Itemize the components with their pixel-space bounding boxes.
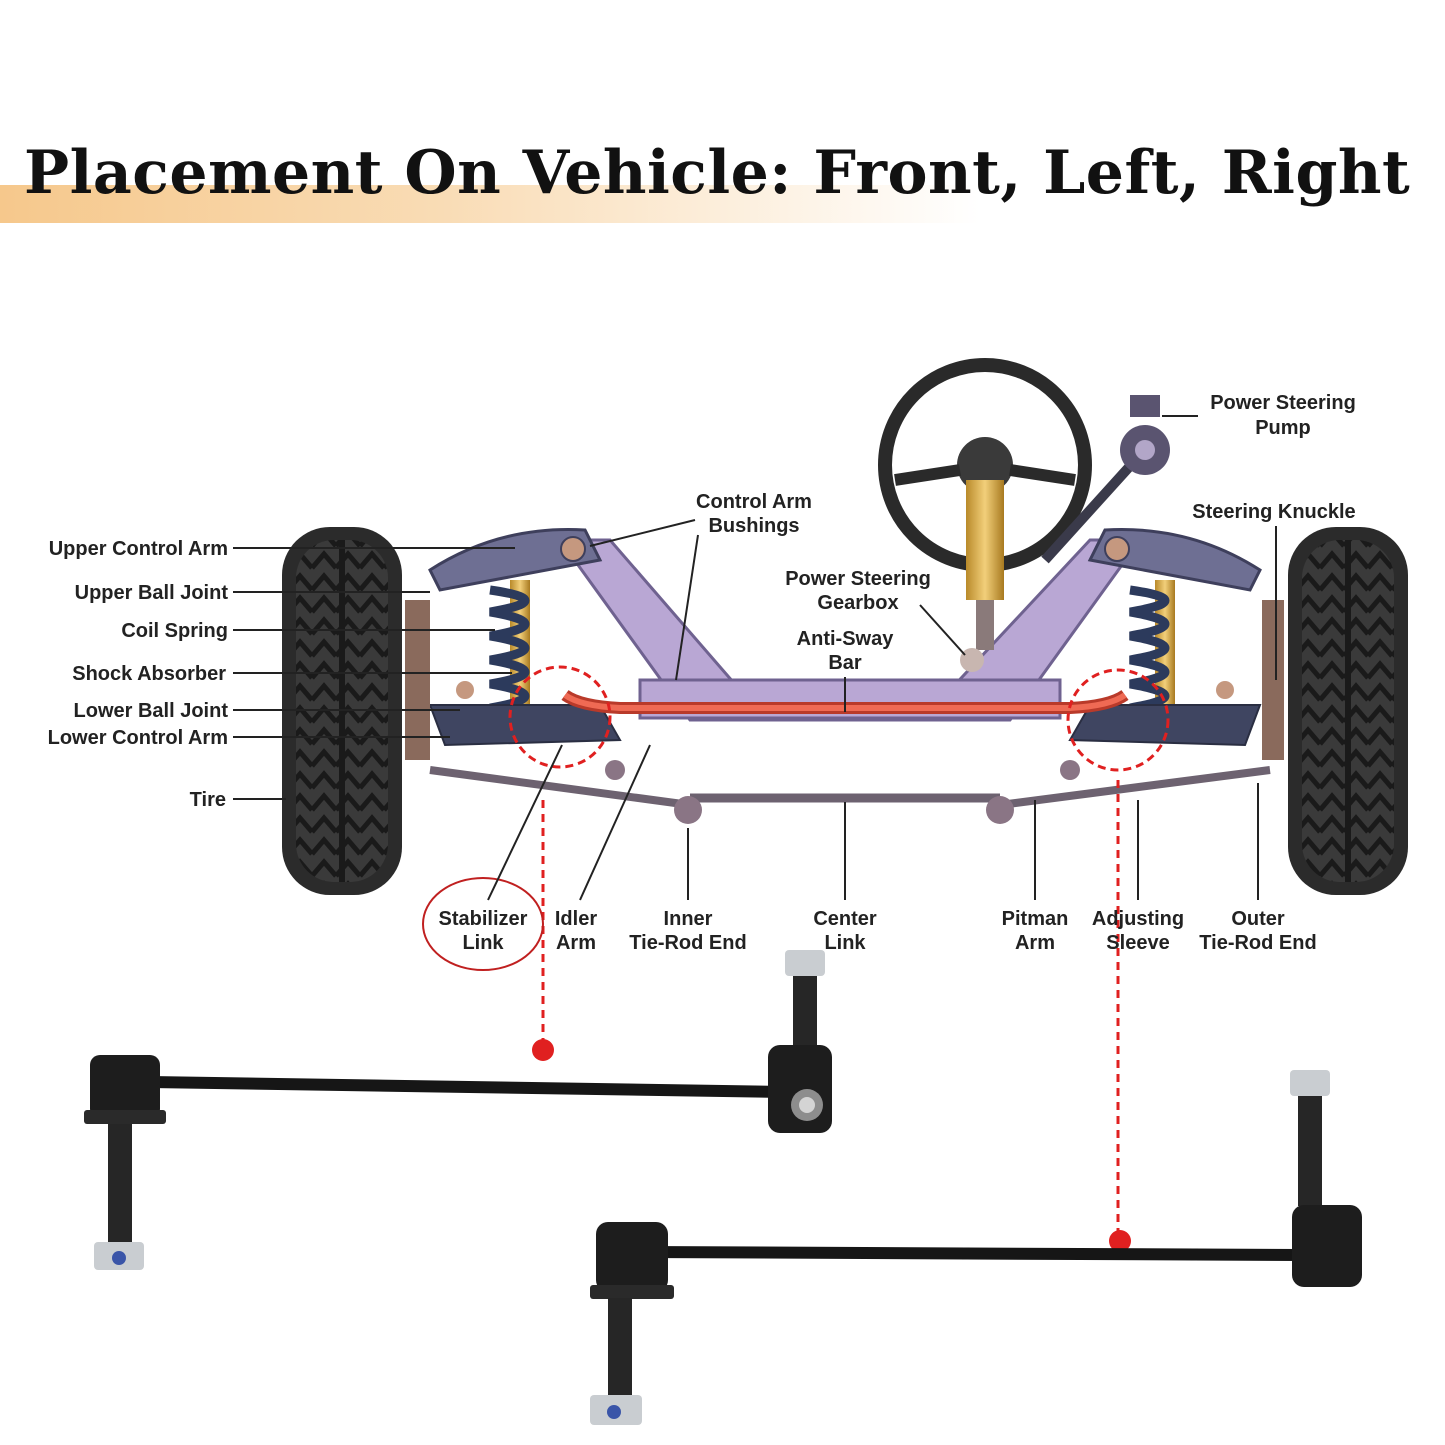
- label-power-steering-gearbox-2: Gearbox: [817, 592, 898, 614]
- label-adjusting-sleeve-1: Adjusting: [1092, 908, 1184, 930]
- title-highlight-band: [0, 185, 980, 223]
- steering-knuckle-left: [405, 600, 430, 760]
- label-inner-tie-rod-end-2: Tie-Rod End: [629, 932, 746, 954]
- label-anti-sway-bar-1: Anti-Sway: [797, 628, 895, 650]
- label-control-arm-bushings-2: Bushings: [708, 515, 799, 537]
- upper-control-arm-right: [1087, 528, 1262, 592]
- steering-knuckle-right: [1262, 600, 1284, 760]
- label-upper-ball-joint: Upper Ball Joint: [75, 582, 229, 604]
- steering-wheel: [878, 358, 1092, 672]
- label-lower-ball-joint: Lower Ball Joint: [74, 700, 229, 722]
- steering-linkage: [429, 760, 1271, 824]
- lower-control-arm-right: [1068, 681, 1262, 747]
- stabilizer-link-product-right: [590, 1070, 1362, 1425]
- upper-control-arm-left: [428, 528, 603, 592]
- page-title: Placement On Vehicle: Front, Left, Right: [24, 138, 1411, 208]
- label-power-steering-pump-2: Pump: [1255, 417, 1311, 439]
- coil-spring-left: [489, 580, 530, 713]
- label-coil-spring: Coil Spring: [121, 620, 228, 642]
- label-center-link-1: Center: [813, 908, 877, 930]
- label-shock-absorber: Shock Absorber: [72, 663, 226, 685]
- tire-right: [1288, 527, 1408, 895]
- label-anti-sway-bar-2: Bar: [828, 652, 862, 674]
- label-adjusting-sleeve-2: Sleeve: [1106, 932, 1169, 954]
- label-upper-control-arm: Upper Control Arm: [49, 538, 228, 560]
- label-idler-arm-2: Arm: [556, 932, 596, 954]
- stabilizer-link-product-left: [84, 950, 832, 1270]
- lower-control-arm-left: [428, 681, 622, 747]
- label-control-arm-bushings-1: Control Arm: [696, 491, 812, 513]
- label-lower-control-arm: Lower Control Arm: [48, 727, 228, 749]
- label-power-steering-pump-1: Power Steering: [1210, 392, 1356, 414]
- label-pitman-arm-2: Arm: [1015, 932, 1055, 954]
- label-power-steering-gearbox-1: Power Steering: [785, 568, 931, 590]
- label-center-link-2: Link: [824, 932, 866, 954]
- power-steering-pump: [1041, 395, 1170, 564]
- label-steering-knuckle: Steering Knuckle: [1192, 501, 1355, 523]
- label-outer-tie-rod-end-1: Outer: [1231, 908, 1285, 930]
- stabilizer-link-highlights: [422, 665, 1170, 1252]
- label-idler-arm-1: Idler: [555, 908, 597, 930]
- coil-spring-right: [1129, 580, 1175, 713]
- label-tire: Tire: [190, 789, 226, 811]
- label-outer-tie-rod-end-2: Tie-Rod End: [1199, 932, 1316, 954]
- label-stabilizer-link-1: Stabilizer: [439, 908, 528, 930]
- label-stabilizer-link-2: Link: [462, 932, 504, 954]
- label-pitman-arm-1: Pitman: [1002, 908, 1069, 930]
- label-inner-tie-rod-end-1: Inner: [664, 908, 713, 930]
